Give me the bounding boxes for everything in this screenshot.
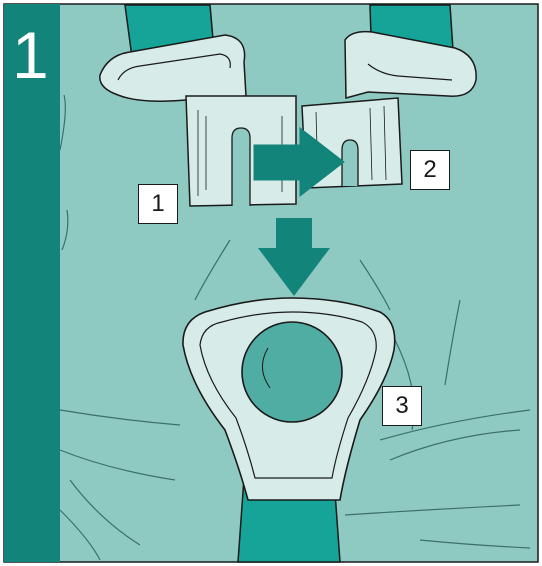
step-bar	[4, 4, 60, 562]
body-contours	[59, 94, 531, 561]
step-number: 1	[12, 18, 49, 92]
buckle-receiver	[182, 297, 396, 501]
arrow-right-icon	[253, 126, 345, 198]
release-button	[241, 321, 343, 423]
arrow-down-icon	[258, 218, 330, 296]
callout-3: 3	[382, 386, 422, 426]
callout-2: 2	[410, 150, 450, 190]
right-buckle-tongue	[301, 30, 477, 189]
callout-1: 1	[138, 184, 178, 224]
